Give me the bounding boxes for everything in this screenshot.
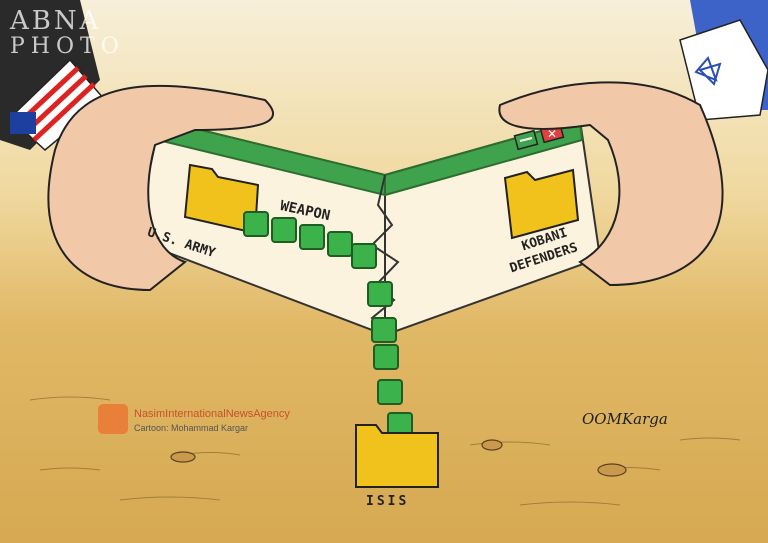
watermark: ABNA PHOTO [10, 8, 125, 58]
torn-seam [370, 174, 400, 336]
weapon-block [327, 231, 353, 257]
svg-text:✕: ✕ [547, 127, 557, 141]
agency-name: NasimInternationalNewsAgency [134, 408, 290, 420]
watermark-line2: PHOTO [10, 34, 125, 59]
cartoonist-credit: Cartoon: Mohammad Kargar [134, 423, 249, 433]
weapon-block [299, 224, 325, 250]
isis-folder-icon [355, 424, 439, 488]
weapon-block [243, 211, 269, 237]
agency-logo [98, 404, 128, 434]
isis-label: ISIS [366, 494, 410, 509]
pebbles [170, 439, 627, 477]
weapon-block [373, 344, 399, 370]
weapon-block [271, 217, 297, 243]
minimize-button[interactable] [513, 129, 539, 151]
artist-signature: OOMKarga [582, 410, 668, 428]
left-hand [0, 0, 275, 292]
left-folder-icon [183, 163, 260, 235]
watermark-line1: ABNA [10, 6, 102, 36]
right-folder-icon [503, 168, 580, 240]
weapon-block [371, 317, 397, 343]
weapon-blocks [243, 211, 413, 438]
right-hand [498, 0, 768, 287]
weapon-block [367, 281, 393, 307]
weapon-block [377, 379, 403, 405]
weapon-block [351, 243, 377, 269]
